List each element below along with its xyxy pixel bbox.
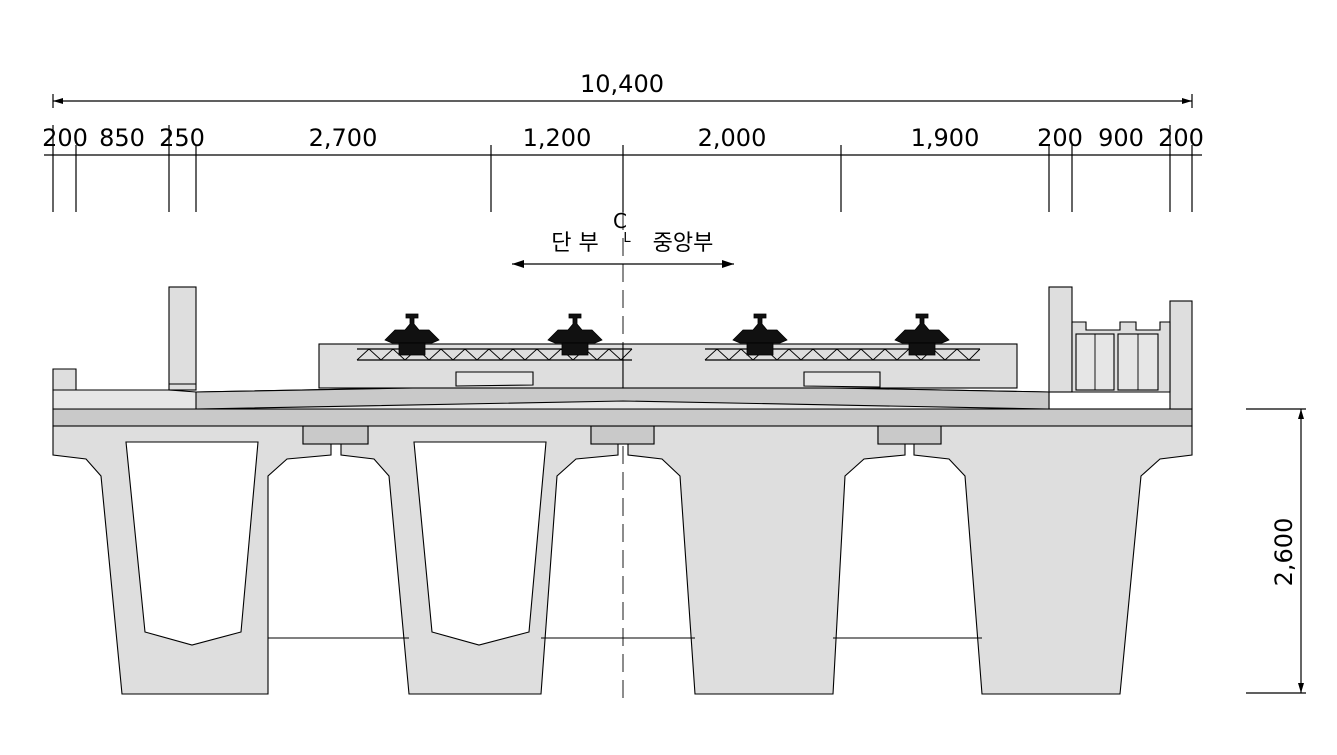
shear-key-left [455,371,534,387]
track-slabs [318,343,1018,389]
overall-width-label: 10,400 [580,70,664,98]
rail-1 [384,313,440,356]
shear-key-right [803,371,881,388]
girder-joint-2 [590,425,655,445]
centerline-mark: C [613,209,627,233]
segment-label-8: 200 [1037,124,1083,152]
left-curb [52,368,77,391]
segment-label-1: 200 [42,124,88,152]
girder-joint-1 [302,425,369,445]
girder-3 [627,425,906,695]
segment-label-9: 900 [1098,124,1144,152]
girders [52,425,1193,695]
right-parapet-outer [1169,300,1193,410]
zone-label-end: 단 부 [551,231,598,256]
rail-4 [894,313,950,356]
segment-label-6: 2,000 [698,124,767,152]
overall-dimension: 10,400 [52,70,1193,108]
centerline: C L [613,209,631,706]
rail-2 [547,313,603,356]
girder-4 [913,425,1193,695]
segment-label-3: 250 [159,124,205,152]
segment-dimensions: 200 850 250 2,700 1,200 2,000 1,900 200 … [42,124,1204,212]
rail-3 [732,313,788,356]
segment-label-4: 2,700 [309,124,378,152]
zone-indicator: 단 부 중앙부 [512,231,734,268]
left-edge [52,286,197,391]
girder-1-void [125,441,259,646]
right-parapet-inner [1048,286,1073,393]
segment-label-7: 1,900 [911,124,980,152]
right-edge [1048,286,1193,410]
segment-label-2: 850 [99,124,145,152]
height-label: 2,600 [1270,518,1298,587]
deck-slab-layer [52,408,1193,427]
segment-label-5: 1,200 [523,124,592,152]
centerline-sub: L [623,231,631,246]
girder-2-void [413,441,547,646]
girder-joint-3 [877,425,942,445]
left-parapet [168,286,197,391]
segment-label-10: 200 [1158,124,1204,152]
deck-slab [52,383,1193,427]
height-dimension: 2,600 [1246,408,1306,694]
zone-label-center: 중앙부 [653,231,714,256]
